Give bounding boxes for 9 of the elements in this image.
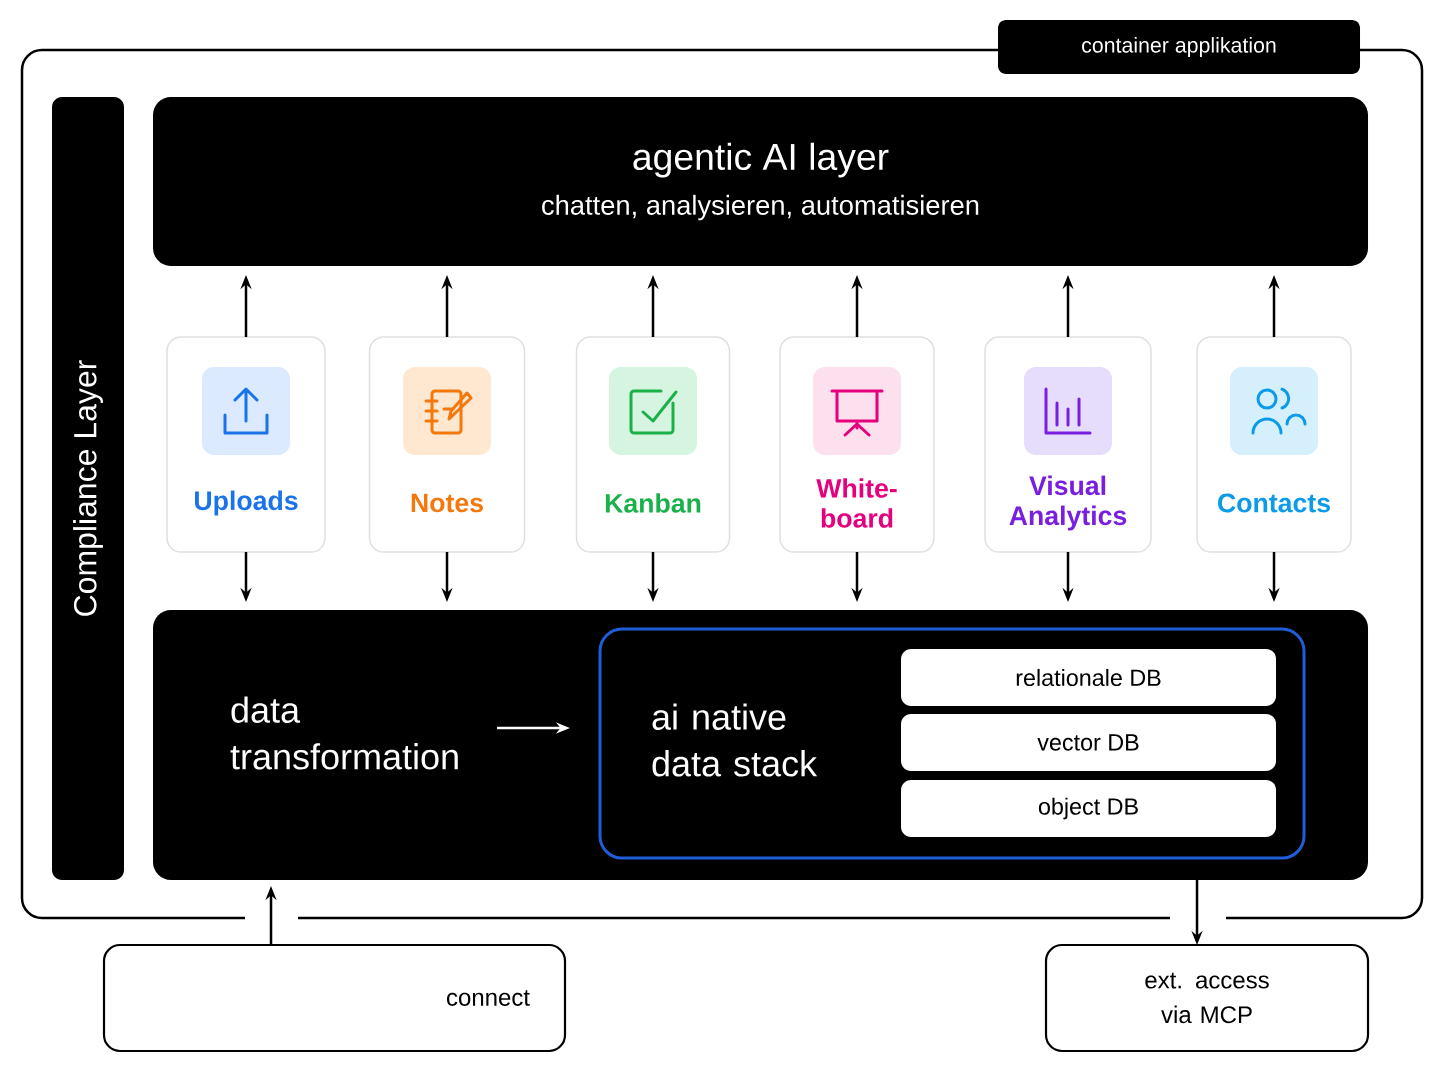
connector-box: connect bbox=[102, 943, 567, 1053]
database-pill: vector DB bbox=[901, 714, 1276, 771]
compliance-bar: Compliance Layer bbox=[52, 97, 124, 880]
database-pill: object DB bbox=[901, 780, 1276, 837]
container-tab: container applikation bbox=[998, 20, 1360, 74]
layer-text: data transformation bbox=[230, 696, 458, 770]
access-box: ext. access via MCP bbox=[1044, 943, 1370, 1053]
layer-banner: agentic AI layer chatten, analysieren, automatisieren bbox=[153, 97, 1368, 266]
database-pill: relationale DB bbox=[901, 649, 1276, 706]
